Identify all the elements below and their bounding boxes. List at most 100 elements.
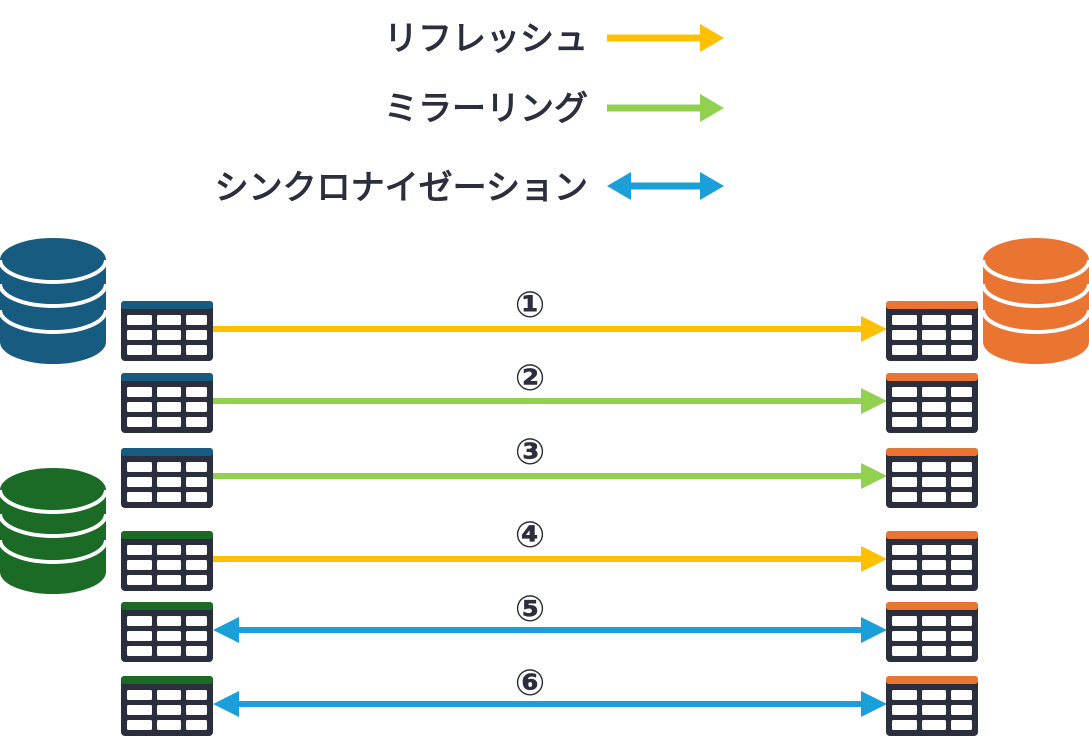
table-cell	[127, 720, 152, 730]
table-cell	[127, 705, 152, 715]
table-cell	[127, 616, 152, 626]
arrow-head-right	[861, 546, 887, 572]
table-cell	[157, 631, 181, 641]
table-cell	[922, 616, 946, 626]
source-table-icon	[121, 531, 213, 591]
legend-label-mirroring: ミラーリング	[384, 89, 588, 129]
table-cell	[951, 690, 972, 700]
target-database-orange-icon	[981, 238, 1089, 364]
database-top	[0, 238, 106, 282]
arrow-head-left	[213, 691, 239, 717]
table-cell	[127, 345, 152, 355]
database-band	[0, 283, 108, 308]
database-band	[981, 283, 1089, 308]
target-table-icon	[886, 602, 978, 662]
table-cell	[157, 705, 181, 715]
database-band	[981, 259, 1089, 284]
table-cell	[186, 631, 207, 641]
table-cell	[157, 387, 181, 397]
table-cell	[157, 492, 181, 502]
table-cell	[892, 477, 917, 487]
table-cell	[951, 330, 972, 340]
source-table-icon	[121, 676, 213, 736]
table-cell	[922, 560, 946, 570]
table-cell	[186, 417, 207, 427]
table-cell	[127, 462, 152, 472]
table-cell	[127, 402, 152, 412]
replication-row: ⑥	[121, 663, 978, 736]
arrow-head-left	[607, 172, 631, 200]
source-database-green-icon	[0, 468, 108, 594]
target-table-icon	[886, 301, 978, 361]
table-cell	[922, 545, 946, 555]
table-cell	[186, 387, 207, 397]
table-cell	[127, 631, 152, 641]
synchronization-arrow	[213, 617, 887, 643]
table-cell	[922, 631, 946, 641]
table-cell	[951, 417, 972, 427]
table-cell	[951, 575, 972, 585]
table-cell	[892, 631, 917, 641]
table-cell	[127, 560, 152, 570]
table-cell	[127, 417, 152, 427]
table-cell	[157, 616, 181, 626]
table-cell	[922, 402, 946, 412]
replication-row: ⑤	[121, 589, 978, 662]
table-cell	[892, 646, 917, 656]
table-cell	[127, 545, 152, 555]
table-cell	[922, 387, 946, 397]
table-cell	[157, 690, 181, 700]
table-cell	[892, 402, 917, 412]
mirroring-arrow	[213, 463, 887, 489]
table-cell	[127, 575, 152, 585]
synchronization-arrow	[213, 691, 887, 717]
arrow-head-right	[700, 24, 724, 52]
replication-row: ③	[121, 432, 978, 508]
table-cell	[951, 631, 972, 641]
table-cell	[892, 417, 917, 427]
source-table-icon	[121, 373, 213, 433]
legend-arrow-synchronization	[607, 172, 724, 200]
table-cell	[892, 560, 917, 570]
legend-label-refresh: リフレッシュ	[384, 19, 588, 59]
table-cell	[892, 720, 917, 730]
table-cell	[127, 690, 152, 700]
mirroring-arrow	[213, 388, 887, 414]
table-header	[886, 602, 978, 610]
replication-row: ①	[121, 285, 978, 361]
legend: リフレッシュ ミラーリング シンクロナイゼーション	[215, 19, 724, 208]
table-cell	[186, 560, 207, 570]
table-cell	[951, 387, 972, 397]
table-cell	[157, 402, 181, 412]
table-cell	[922, 690, 946, 700]
table-cell	[922, 315, 946, 325]
database-band	[0, 259, 108, 284]
table-cell	[157, 315, 181, 325]
table-header	[886, 301, 978, 309]
table-cell	[186, 477, 207, 487]
table-cell	[127, 477, 152, 487]
refresh-arrow	[213, 316, 887, 342]
arrow-head-left	[213, 617, 239, 643]
table-cell	[922, 417, 946, 427]
source-table-icon	[121, 448, 213, 508]
table-cell	[951, 560, 972, 570]
table-cell	[892, 315, 917, 325]
table-cell	[186, 345, 207, 355]
table-cell	[951, 462, 972, 472]
table-cell	[892, 616, 917, 626]
legend-arrow-refresh	[607, 24, 724, 52]
table-cell	[186, 616, 207, 626]
source-table-icon	[121, 301, 213, 361]
target-table-icon	[886, 448, 978, 508]
database-band	[0, 309, 108, 334]
table-cell	[951, 477, 972, 487]
table-cell	[951, 315, 972, 325]
table-cell	[186, 690, 207, 700]
table-cell	[127, 646, 152, 656]
table-header	[121, 448, 213, 456]
refresh-arrow	[213, 546, 887, 572]
database-band	[981, 309, 1089, 334]
replication-row: ④	[121, 515, 978, 591]
table-cell	[922, 705, 946, 715]
